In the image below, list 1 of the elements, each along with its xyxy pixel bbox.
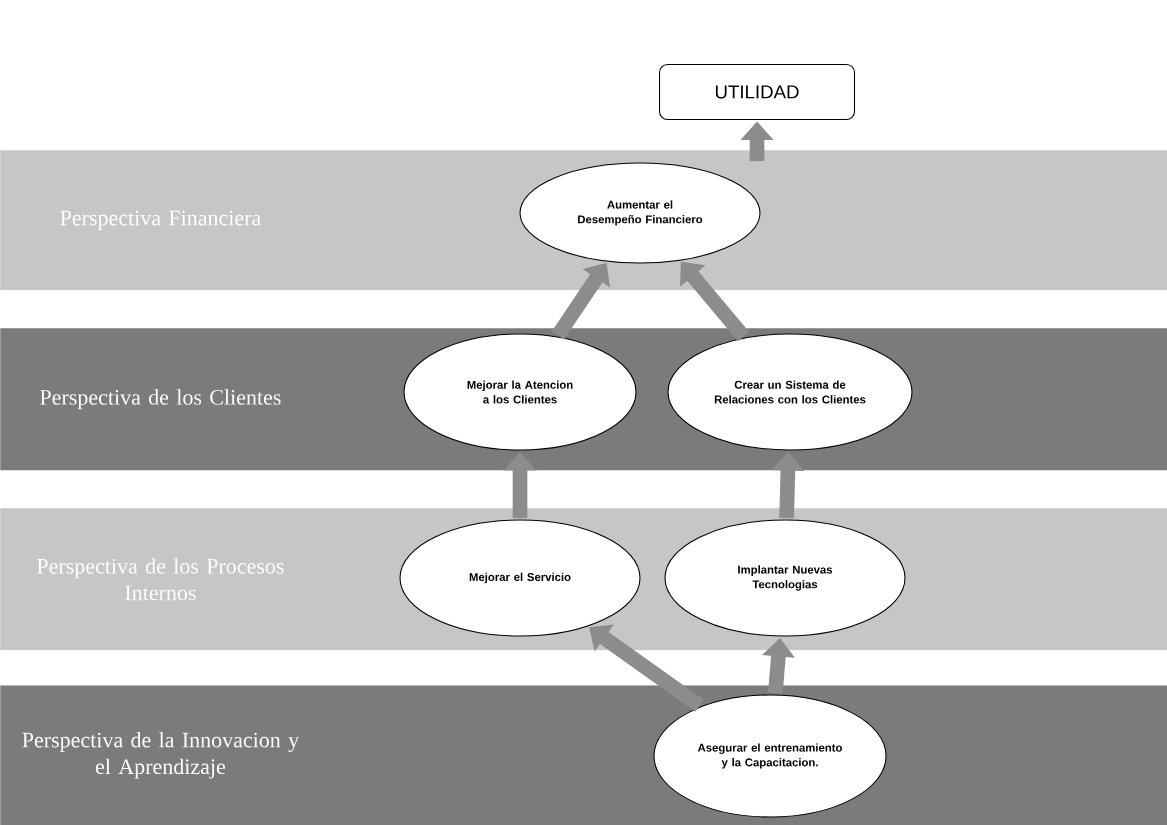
result-box: UTILIDAD xyxy=(658,63,856,121)
